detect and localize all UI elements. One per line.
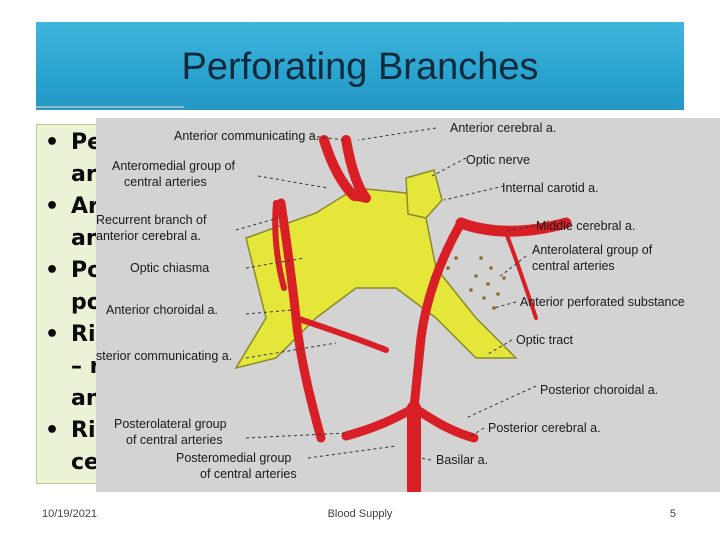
label-optic-chiasma: Optic chiasma (130, 261, 209, 275)
arteries (272, 135, 572, 492)
label-posterior-cerebral: Posterior cerebral a. (488, 421, 601, 435)
bullet-dot-icon: • (45, 194, 60, 219)
label-anterolateral-group-2: central arteries (532, 259, 615, 273)
label-anterior-communicating: Anterior communicating a. (174, 129, 319, 143)
label-basilar: Basilar a. (436, 453, 488, 467)
label-recurrent-branch: Recurrent branch of (96, 213, 207, 227)
title-divider (36, 106, 184, 108)
leader-lines (235, 127, 537, 461)
bullet-dot-icon: • (45, 418, 60, 443)
optic-nerve-shape (405, 169, 443, 219)
label-anterior-choroidal: Anterior choroidal a. (106, 303, 218, 317)
bullet-text: Ar (71, 194, 99, 219)
label-internal-carotid: Internal carotid a. (502, 181, 599, 195)
label-posteromedial-group-2: of central arteries (200, 467, 297, 481)
circle-of-willis-diagram: Anterior communicating a. Anterior cereb… (96, 121, 685, 492)
label-optic-nerve: Optic nerve (466, 153, 530, 167)
bullet-dot-icon: • (45, 322, 60, 347)
title-bar: Perforating Branches (36, 22, 684, 110)
page-number: 5 (669, 508, 676, 520)
label-anterior-perforated: Anterior perforated substance (520, 295, 685, 309)
label-posterolateral-group: Posterolateral group (114, 417, 227, 431)
bullet-dot-icon: • (45, 258, 60, 283)
label-middle-cerebral: Middle cerebral a. (536, 219, 635, 233)
label-anterior-cerebral: Anterior cerebral a. (450, 121, 556, 135)
slide-title: Perforating Branches (181, 46, 539, 88)
label-posterolateral-group-2: of central arteries (126, 433, 223, 447)
label-posteromedial-group: Posteromedial group (176, 451, 291, 465)
bullet-dot-icon: • (45, 130, 60, 155)
label-optic-tract: Optic tract (516, 333, 573, 347)
label-anterolateral-group: Anterolateral group of (532, 243, 653, 257)
circle-of-willis-figure: Anterior communicating a. Anterior cereb… (96, 118, 720, 492)
bullet-text: – r (71, 354, 101, 379)
bullet-text: ar (71, 162, 97, 187)
label-anteromedial-group-2: central arteries (124, 175, 207, 189)
label-anteromedial-group: Anteromedial group of (112, 159, 236, 173)
perforated-substance-dots (446, 256, 506, 310)
label-recurrent-branch-2: anterior cerebral a. (96, 229, 201, 243)
label-posterior-choroidal: Posterior choroidal a. (540, 383, 658, 397)
footer-date: 10/19/2021 (42, 508, 98, 520)
label-posterior-communicating: sterior communicating a. (96, 349, 232, 363)
footer-title: Blood Supply (327, 508, 393, 520)
bullet-text: ce (71, 450, 99, 475)
